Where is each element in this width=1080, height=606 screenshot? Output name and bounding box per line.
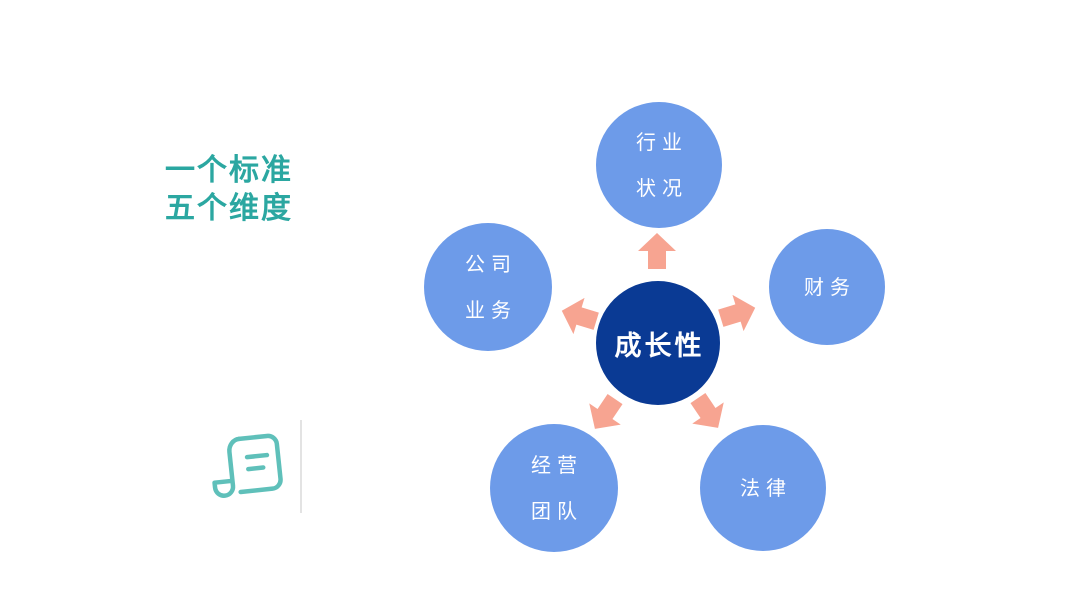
center-growth-label: 成长性 [614,330,705,362]
circle-legal: 法律 [700,425,826,551]
circle-industry-status-line2: 状况 [636,176,688,200]
circle-industry-status: 行业 状况 [596,102,722,228]
scroll-icon [212,433,283,498]
circle-management-team: 经营 团队 [490,424,618,552]
arrow-upper-left-icon [561,297,599,335]
circle-management-team-line1: 经营 [531,453,583,477]
circle-company-business-line1: 公司 [465,252,517,276]
arrow-upper-right-icon [718,294,756,332]
circle-management-team-line2: 团队 [531,499,583,523]
circle-legal-line1: 法律 [740,476,792,500]
slide-title: 一个标准 五个维度 [165,152,293,228]
circle-company-business: 公司 业务 [424,223,552,351]
vertical-divider [300,420,302,513]
circle-finance: 财务 [769,229,885,345]
circle-industry-status-line1: 行业 [636,130,688,154]
circle-finance-line1: 财务 [804,275,856,299]
arrow-up-icon [638,233,676,269]
circle-company-business-line2: 业务 [465,298,517,322]
arrow-lower-left-icon [589,394,623,429]
slide-title-line1: 一个标准 [165,154,293,187]
slide-title-line2: 五个维度 [165,192,293,225]
circle-center-growth: 成长性 [596,281,720,405]
